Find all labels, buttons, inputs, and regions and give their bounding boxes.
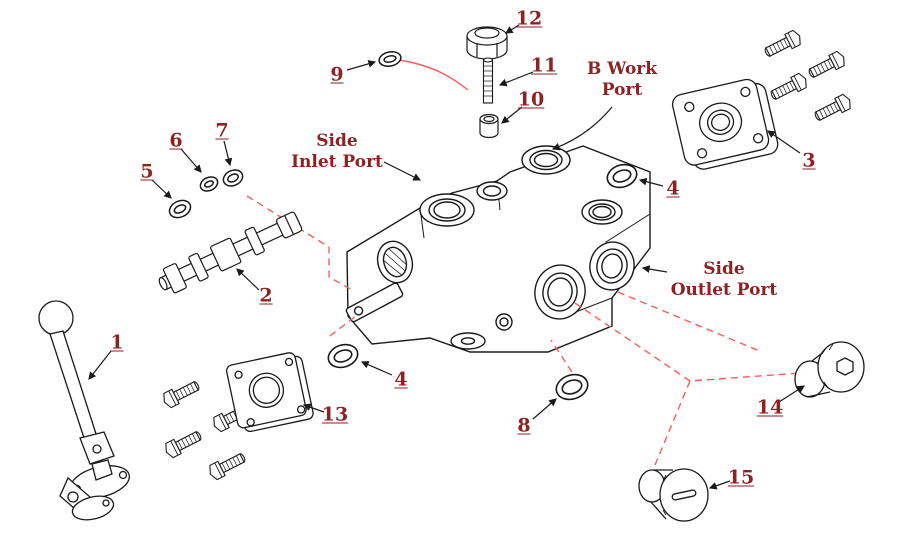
callout-text: 9: [330, 63, 344, 86]
part-callout-11: 11: [530, 54, 558, 77]
o-ring-5: [168, 199, 192, 219]
callout-text: 14: [756, 396, 784, 419]
callout-text: 10: [517, 88, 545, 111]
callout-text: 15: [727, 466, 755, 489]
callout-text: 8: [517, 414, 531, 437]
o-ring-9: [378, 51, 402, 67]
callout-text: 3: [802, 149, 816, 172]
callout-text: 4: [394, 368, 408, 391]
part-callout-6: 6: [169, 129, 183, 152]
callout-text: 4: [666, 177, 680, 200]
callout-text: 13: [321, 403, 349, 426]
part-callout-13: 13: [321, 403, 349, 426]
o-ring-4-left: [327, 343, 359, 369]
part-callout-10: 10: [517, 88, 545, 111]
callout-text: 12: [515, 7, 543, 30]
o-ring-6: [199, 176, 219, 192]
part-callout-2: 2: [259, 284, 273, 307]
part-callout-12: 12: [515, 7, 543, 30]
part-callout-4-left: 4: [394, 368, 408, 391]
part-callout-8: 8: [517, 414, 531, 437]
part-callout-14: 14: [756, 396, 784, 419]
callout-text: 2: [259, 284, 273, 307]
part-callout-5: 5: [140, 160, 154, 183]
port-label-line: Side: [703, 258, 745, 279]
part-callout-4-right: 4: [666, 177, 680, 200]
cavity-plug-14: [794, 341, 865, 398]
part-callout-9: 9: [330, 63, 344, 86]
label-b-work-port: B Work Port: [587, 59, 657, 102]
cover-plate: [225, 352, 314, 433]
o-ring-7: [222, 169, 244, 187]
callout-text: 1: [110, 331, 124, 354]
breather-cap: [466, 26, 508, 60]
port-label-line: Inlet Port: [291, 152, 383, 172]
port-label-line: Outlet Port: [670, 280, 778, 300]
callout-text: 11: [530, 54, 558, 77]
o-ring-4-right: [606, 163, 638, 189]
outlet-flange: [671, 78, 779, 170]
label-side-outlet-port: Side Outlet Port: [671, 259, 778, 302]
leader-lines: [88, 24, 805, 490]
port-label-line: Side: [316, 130, 358, 151]
threaded-stud: [482, 57, 494, 104]
part-callout-1: 1: [110, 331, 124, 354]
port-fitting: [479, 113, 499, 139]
handle-assembly: [38, 300, 130, 521]
o-ring-8: [555, 373, 589, 401]
label-side-inlet-port: Side Inlet Port: [291, 131, 383, 174]
bolt-group-top-right: [761, 28, 854, 125]
valve-body: [345, 145, 651, 353]
callout-text: 6: [169, 129, 183, 152]
cavity-plug-15: [638, 468, 709, 522]
spool: [158, 211, 303, 294]
port-label-line: Port: [601, 80, 643, 100]
port-label-line: B Work: [586, 58, 658, 79]
part-callout-15: 15: [727, 466, 755, 489]
callout-text: 5: [140, 160, 154, 183]
callout-text: 7: [215, 119, 229, 142]
part-callout-3: 3: [802, 149, 816, 172]
part-callout-7: 7: [215, 119, 229, 142]
